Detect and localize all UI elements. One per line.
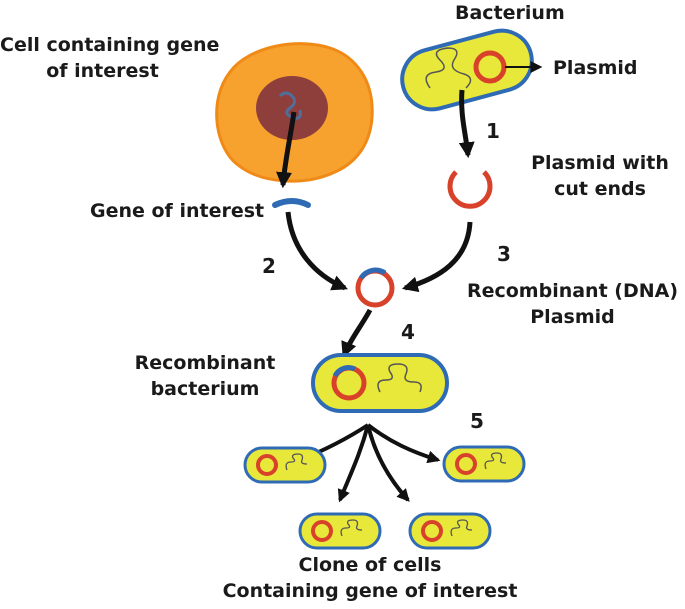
step-4-label: 4 (401, 320, 415, 344)
gene-label: Gene of interest (90, 200, 265, 222)
plasmid (473, 50, 507, 84)
cell-label-line2: of interest (46, 60, 159, 82)
recombinant-plasmid-label-line1: Recombinant (DNA) (466, 280, 679, 302)
clone-label-line1: Clone of cells (298, 554, 442, 576)
bacterium (400, 28, 534, 112)
cell-label-line1: Cell containing gene (0, 34, 220, 56)
clone-label-line2: Containing gene of interest (222, 580, 518, 602)
arrow-step-2 (285, 211, 348, 291)
cut-plasmid-label-line2: cut ends (554, 178, 646, 200)
step-5-label: 5 (470, 409, 484, 433)
cut-plasmid-label: Plasmid with cut ends (520, 150, 680, 202)
cell-label: Cell containing gene of interest (0, 32, 220, 84)
cut-plasmid-label-line1: Plasmid with (531, 152, 669, 174)
clone-label: Clone of cells Containing gene of intere… (210, 552, 530, 604)
recombinant-bacterium-label-line2: bacterium (150, 378, 260, 400)
clone-cell (442, 445, 526, 483)
recombinant-bacterium-label-line1: Recombinant (134, 352, 276, 374)
recombinant-plasmid-label: Recombinant (DNA) Plasmid (465, 278, 680, 330)
arrow-step-3 (401, 221, 473, 293)
bacterium-label: Bacterium (455, 2, 565, 24)
clone-cell (298, 512, 382, 550)
step-2-label: 2 (262, 254, 276, 278)
arrow-cell-to-gene (276, 111, 297, 189)
cut-plasmid (447, 170, 493, 209)
bacterial-chromosome (425, 47, 472, 89)
recombinant-bacterium (311, 353, 449, 413)
arrow-step-4 (341, 308, 373, 358)
gene-fragment (272, 198, 311, 208)
step-1-label: 1 (486, 119, 500, 143)
clone-cell (408, 512, 492, 550)
step-3-label: 3 (497, 242, 511, 266)
recombinant-plasmid-label-line2: Plasmid (530, 306, 615, 328)
arrow-step-1 (458, 89, 475, 159)
recombinant-bacterium-label: Recombinant bacterium (130, 350, 280, 402)
plasmid-label: Plasmid (553, 57, 638, 79)
clone-cell (243, 446, 327, 484)
